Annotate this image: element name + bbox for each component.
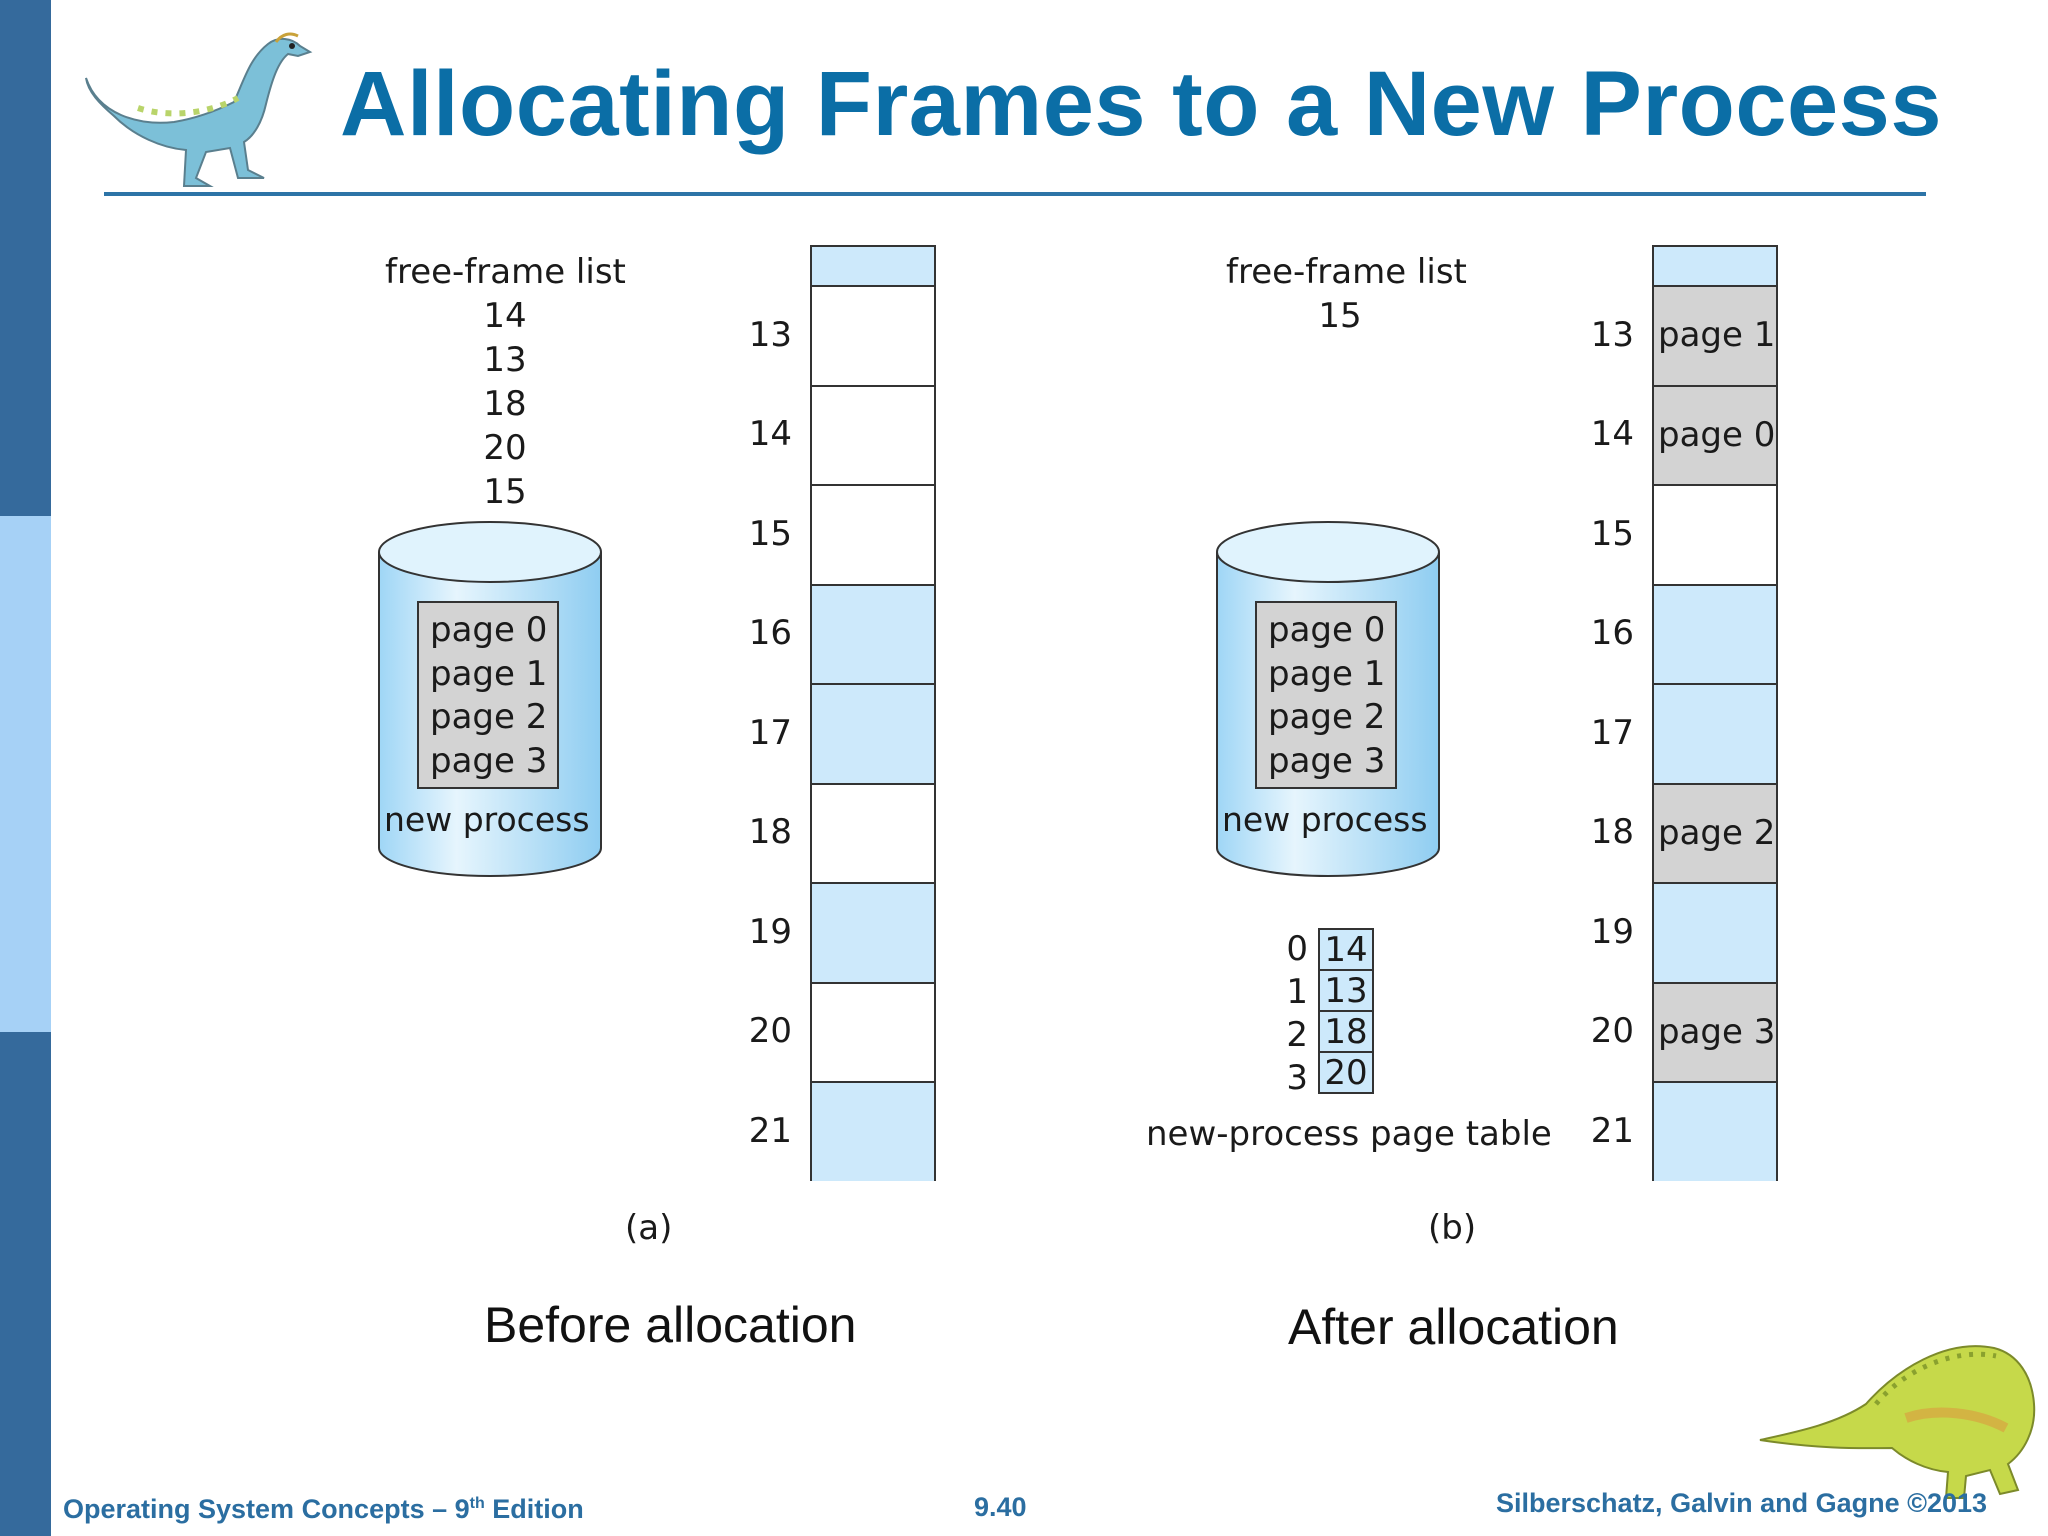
frame-number: 13 bbox=[748, 314, 792, 355]
caption-after: After allocation bbox=[1288, 1299, 1619, 1355]
disk-page: page 1 bbox=[1268, 654, 1386, 694]
memory-frame bbox=[810, 583, 936, 683]
footer-page-number: 9.40 bbox=[974, 1492, 1027, 1522]
memory-frame bbox=[810, 683, 936, 783]
disk-label: new process bbox=[384, 800, 590, 839]
free-frame-item: 18 bbox=[483, 384, 527, 424]
free-frame-item: 15 bbox=[1318, 296, 1362, 336]
memory-frame bbox=[810, 384, 936, 484]
page-table-cell: 18 bbox=[1318, 1010, 1374, 1053]
memory-frame bbox=[1652, 683, 1778, 783]
sidebar-segment-bottom bbox=[0, 1032, 51, 1536]
free-frame-list-heading-a: free-frame list bbox=[385, 252, 626, 292]
frame-number: 20 bbox=[1590, 1011, 1634, 1052]
memory-frame bbox=[810, 782, 936, 882]
memory-frame bbox=[1652, 245, 1778, 285]
memory-frame bbox=[1652, 882, 1778, 982]
memory-frame-page: page 0 bbox=[1652, 384, 1778, 484]
disk-page: page 0 bbox=[1268, 610, 1386, 650]
free-frame-item: 20 bbox=[483, 428, 527, 468]
memory-frame bbox=[1652, 484, 1778, 584]
frame-number: 14 bbox=[748, 414, 792, 455]
disk-page: page 3 bbox=[430, 741, 548, 781]
disk-label: new process bbox=[1222, 800, 1428, 839]
memory-frame bbox=[810, 1081, 936, 1181]
memory-frame bbox=[810, 245, 936, 285]
frame-number: 21 bbox=[748, 1110, 792, 1151]
disk-page: page 3 bbox=[1268, 741, 1386, 781]
page-table-cell: 14 bbox=[1318, 928, 1374, 971]
free-frame-item: 14 bbox=[483, 296, 527, 336]
memory-frame-page: page 3 bbox=[1652, 981, 1778, 1081]
page-table-index: 0 bbox=[1286, 929, 1308, 969]
page-table-index: 3 bbox=[1286, 1058, 1308, 1098]
frame-number: 19 bbox=[1590, 911, 1634, 952]
sidebar-segment-top bbox=[0, 0, 51, 516]
frame-number: 15 bbox=[1590, 513, 1634, 554]
frame-number: 20 bbox=[748, 1011, 792, 1052]
disk-cylinder-a bbox=[378, 521, 602, 877]
page-table-label: new-process page table bbox=[1146, 1114, 1552, 1154]
disk-page: page 1 bbox=[430, 654, 548, 694]
figure-label-b: (b) bbox=[1428, 1208, 1477, 1248]
footer-left-sup: th bbox=[469, 1495, 485, 1512]
memory-frame-page: page 1 bbox=[1652, 285, 1778, 385]
memory-frame bbox=[1652, 583, 1778, 683]
sidebar-segment-middle bbox=[0, 516, 51, 1032]
frame-number: 19 bbox=[748, 911, 792, 952]
title-divider bbox=[104, 192, 1926, 196]
frame-number: 14 bbox=[1590, 414, 1634, 455]
memory-frame bbox=[1652, 1081, 1778, 1181]
memory-frame-page: page 2 bbox=[1652, 782, 1778, 882]
disk-page: page 2 bbox=[430, 697, 548, 737]
disk-page: page 2 bbox=[1268, 697, 1386, 737]
frame-number: 21 bbox=[1590, 1110, 1634, 1151]
disk-page: page 0 bbox=[430, 610, 548, 650]
disk-cylinder-b bbox=[1216, 521, 1440, 877]
page-title: Allocating Frames to a New Process bbox=[340, 53, 1942, 155]
page-table-index: 1 bbox=[1286, 972, 1308, 1012]
footer-left-main: Operating System Concepts – 9 bbox=[63, 1494, 470, 1524]
frame-number: 16 bbox=[748, 613, 792, 654]
dinosaur-bottom-right-icon bbox=[1759, 1345, 2036, 1499]
footer-left: Operating System Concepts – 9th Edition bbox=[63, 1494, 584, 1525]
frame-number: 18 bbox=[748, 812, 792, 853]
page-table-cell: 13 bbox=[1318, 969, 1374, 1012]
footer-left-tail: Edition bbox=[484, 1494, 584, 1524]
frame-number: 13 bbox=[1590, 314, 1634, 355]
frame-number: 18 bbox=[1590, 812, 1634, 853]
frame-number: 15 bbox=[748, 513, 792, 554]
frame-number: 16 bbox=[1590, 613, 1634, 654]
page-table-index: 2 bbox=[1286, 1015, 1308, 1055]
dinosaur-top-left-icon bbox=[85, 32, 313, 187]
free-frame-list-heading-b: free-frame list bbox=[1226, 252, 1467, 292]
memory-frame bbox=[810, 285, 936, 385]
memory-frame bbox=[810, 882, 936, 982]
memory-frame bbox=[810, 484, 936, 584]
free-frame-item: 13 bbox=[483, 340, 527, 380]
slide-sidebar bbox=[0, 0, 51, 1536]
footer-right: Silberschatz, Galvin and Gagne ©2013 bbox=[1496, 1488, 1988, 1518]
frame-number: 17 bbox=[748, 712, 792, 753]
caption-before: Before allocation bbox=[484, 1297, 857, 1353]
page-table-cell: 20 bbox=[1318, 1051, 1374, 1094]
frame-number: 17 bbox=[1590, 712, 1634, 753]
free-frame-item: 15 bbox=[483, 472, 527, 512]
memory-frame bbox=[810, 981, 936, 1081]
figure-label-a: (a) bbox=[625, 1208, 673, 1248]
